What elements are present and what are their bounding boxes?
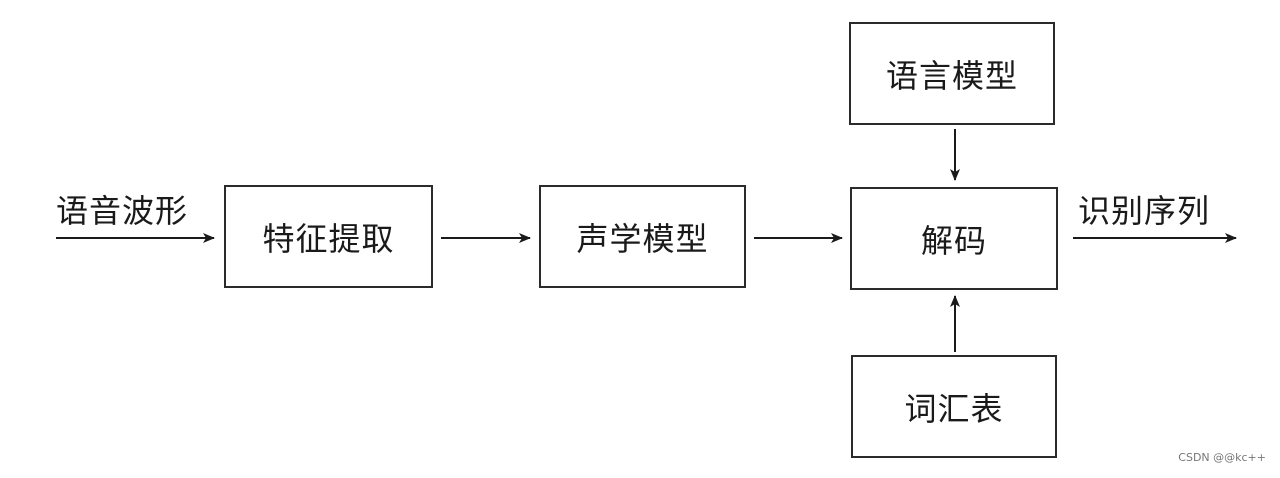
input-label: 语音波形 [56,192,189,230]
acoustic-model-box: 声学模型 [539,185,746,288]
lexicon-box: 词汇表 [851,355,1057,458]
output-label: 识别序列 [1078,192,1211,230]
watermark: CSDN @@kc++ [1178,451,1266,464]
decoder-box: 解码 [850,187,1058,290]
language-model-box: 语言模型 [849,22,1055,125]
feature-extraction-box: 特征提取 [224,185,433,288]
